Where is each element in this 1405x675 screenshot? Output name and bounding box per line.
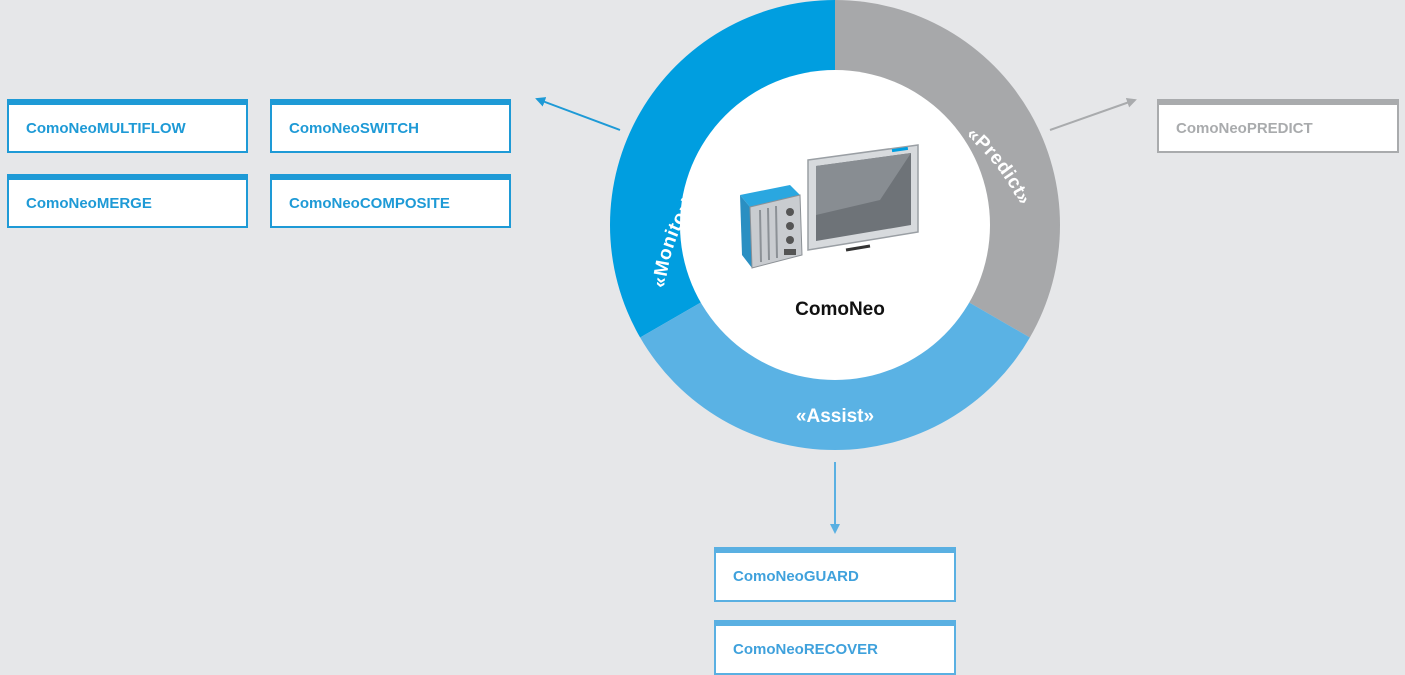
module-switch[interactable]: ComoNeoSWITCH [270,99,511,153]
center-label: ComoNeo [795,299,885,320]
module-multiflow[interactable]: ComoNeoMULTIFLOW [7,99,248,153]
device-illustration [740,144,919,269]
monitor-image [807,144,919,252]
module-merge[interactable]: ComoNeoMERGE [7,174,248,228]
assist-label: «Assist» [796,406,874,427]
module-recover[interactable]: ComoNeoRECOVER [714,620,956,675]
module-predict[interactable]: ComoNeoPREDICT [1157,99,1399,153]
module-guard[interactable]: ComoNeoGUARD [714,547,956,602]
arrow-to-predict-modules [1049,97,1137,131]
module-composite[interactable]: ComoNeoCOMPOSITE [270,174,511,228]
ecu-unit-image [740,185,803,269]
arrow-to-monitoring-modules [535,97,621,131]
